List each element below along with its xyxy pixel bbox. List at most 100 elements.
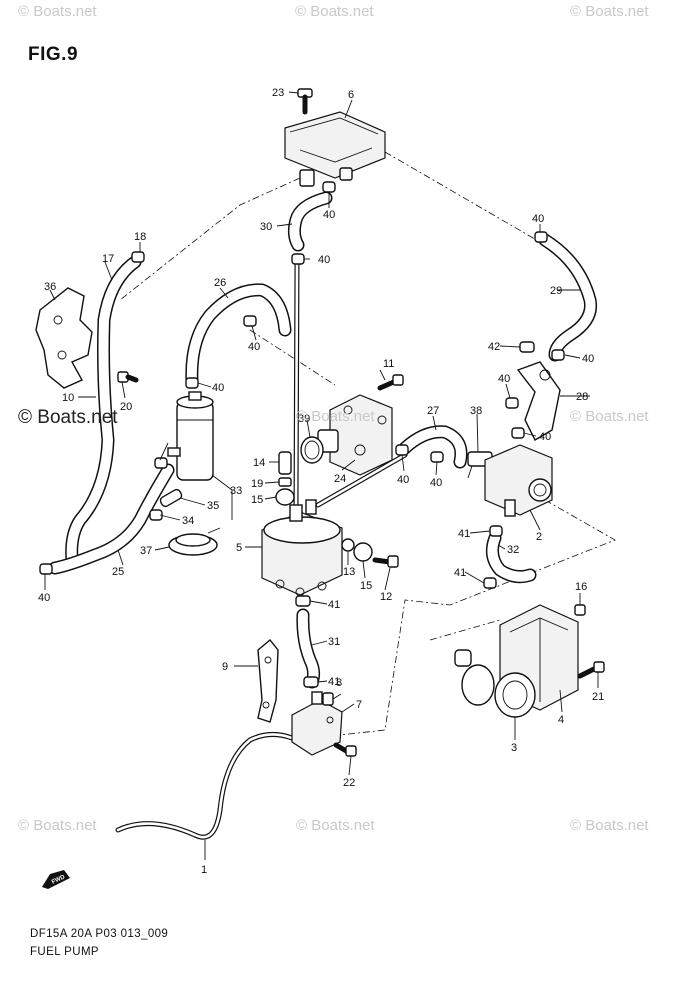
hose-29 bbox=[538, 233, 598, 362]
part-12-bolt bbox=[372, 555, 399, 568]
callout-41c: 41 bbox=[328, 599, 340, 611]
part-14-filter bbox=[278, 451, 292, 475]
pipe-fuel-diagonal bbox=[315, 452, 408, 508]
watermark-bottom-right: © Boats.net bbox=[570, 817, 649, 834]
fwd-icon-label: FWD bbox=[51, 874, 67, 885]
part-36-bracket bbox=[35, 287, 93, 389]
callout-2: 2 bbox=[536, 531, 542, 543]
callout-40b: 40 bbox=[318, 254, 330, 266]
callout-40c: 40 bbox=[532, 213, 544, 225]
callout-34: 34 bbox=[182, 515, 194, 527]
callout-16: 16 bbox=[575, 581, 587, 593]
diagram-caption: FUEL PUMP bbox=[30, 946, 99, 958]
part-19-clip bbox=[278, 477, 292, 487]
callout-numbers: 1 2 3 4 5 6 7 8 9 10 11 12 13 14 15 15 1… bbox=[38, 87, 604, 876]
callout-37: 37 bbox=[140, 545, 152, 557]
callout-1: 1 bbox=[201, 864, 207, 876]
watermark-top-left: © Boats.net bbox=[18, 3, 97, 20]
part-2-vapor-separator bbox=[484, 444, 553, 517]
callout-3: 3 bbox=[511, 742, 517, 754]
watermark-mid-center: © Boats.net bbox=[296, 408, 375, 425]
callout-41a: 41 bbox=[458, 528, 470, 540]
diagram-code: DF15A 20A P03 013_009 bbox=[30, 928, 169, 940]
part-5-fuel-pump-electric bbox=[261, 499, 343, 597]
hose-30 bbox=[287, 191, 333, 252]
callout-27: 27 bbox=[427, 405, 439, 417]
ref-line-silencer bbox=[429, 619, 501, 641]
leader-lines bbox=[44, 91, 599, 860]
figure-title: FIG.9 bbox=[28, 44, 79, 65]
part-39-o-ring bbox=[300, 436, 324, 464]
part-33-fuel-filter bbox=[167, 391, 214, 481]
fwd-arrow-icon: FWD bbox=[42, 870, 70, 889]
callout-33: 33 bbox=[230, 485, 242, 497]
callout-14: 14 bbox=[253, 457, 265, 469]
part-9-bracket bbox=[257, 639, 279, 723]
part-21-bolt bbox=[577, 661, 605, 679]
callout-26: 26 bbox=[214, 277, 226, 289]
callout-40d: 40 bbox=[582, 353, 594, 365]
watermark-top-right: © Boats.net bbox=[570, 3, 649, 20]
callout-10: 10 bbox=[62, 392, 74, 404]
callout-11: 11 bbox=[383, 358, 394, 370]
part-24-fuel-pump-mechanical bbox=[317, 394, 393, 476]
callout-40f: 40 bbox=[212, 382, 224, 394]
callout-36: 36 bbox=[44, 281, 56, 293]
part-13-washer bbox=[341, 538, 355, 552]
callout-9: 9 bbox=[222, 661, 228, 673]
part-15-grommet bbox=[275, 488, 373, 562]
part-37-filter-holder bbox=[168, 527, 221, 556]
callout-29: 29 bbox=[550, 285, 562, 297]
watermark-bottom-left: © Boats.net bbox=[18, 817, 97, 834]
callout-8: 8 bbox=[336, 677, 342, 689]
callout-40g: 40 bbox=[498, 373, 510, 385]
part-6-cover bbox=[284, 111, 386, 187]
callout-39: 39 bbox=[298, 413, 310, 425]
callout-19: 19 bbox=[251, 478, 263, 490]
callout-25: 25 bbox=[112, 566, 124, 578]
callout-15b: 15 bbox=[360, 580, 372, 592]
hose-25 bbox=[48, 463, 175, 575]
hose-27 bbox=[398, 425, 468, 469]
callout-41b: 41 bbox=[454, 567, 466, 579]
callout-5: 5 bbox=[236, 542, 242, 554]
callout-17: 17 bbox=[102, 253, 114, 265]
hose-clips bbox=[39, 181, 565, 688]
watermark-bottom-center: © Boats.net bbox=[296, 817, 375, 834]
callout-40a: 40 bbox=[323, 209, 335, 221]
callout-22: 22 bbox=[343, 777, 355, 789]
hose-17 bbox=[65, 255, 142, 567]
ref-line-lower bbox=[339, 499, 616, 736]
part-42-clamp bbox=[519, 341, 535, 353]
part-23-screw bbox=[297, 88, 313, 115]
callout-28: 28 bbox=[576, 391, 588, 403]
callout-13: 13 bbox=[343, 566, 355, 578]
hose-26 bbox=[185, 283, 292, 389]
pipe-fuel-vertical bbox=[293, 259, 300, 508]
hose-32 bbox=[485, 531, 537, 584]
callout-41d: 41 bbox=[328, 676, 340, 688]
callout-18: 18 bbox=[134, 231, 146, 243]
part-7-fuel-filter-lower bbox=[291, 691, 343, 756]
part-16-nut bbox=[574, 604, 586, 616]
callout-42: 42 bbox=[488, 341, 500, 353]
part-22-bolt bbox=[333, 742, 357, 757]
callout-20: 20 bbox=[120, 401, 132, 413]
ref-line-top-right bbox=[384, 151, 541, 243]
part-8-fitting bbox=[322, 692, 334, 706]
part-11-bolt bbox=[377, 374, 404, 391]
part-1-fuel-line bbox=[115, 732, 295, 840]
part-20-screw bbox=[117, 371, 139, 383]
callout-38: 38 bbox=[470, 405, 482, 417]
callout-40e: 40 bbox=[248, 341, 260, 353]
callout-30: 30 bbox=[260, 221, 272, 233]
callout-23: 23 bbox=[272, 87, 284, 99]
callout-35: 35 bbox=[207, 500, 219, 512]
ref-line-mid bbox=[249, 329, 336, 386]
watermark-top-center: © Boats.net bbox=[295, 3, 374, 20]
watermark-mid-left: © Boats.net bbox=[18, 407, 118, 428]
callout-12: 12 bbox=[380, 591, 392, 603]
callout-31: 31 bbox=[328, 636, 340, 648]
part-35-pipe bbox=[159, 488, 183, 508]
